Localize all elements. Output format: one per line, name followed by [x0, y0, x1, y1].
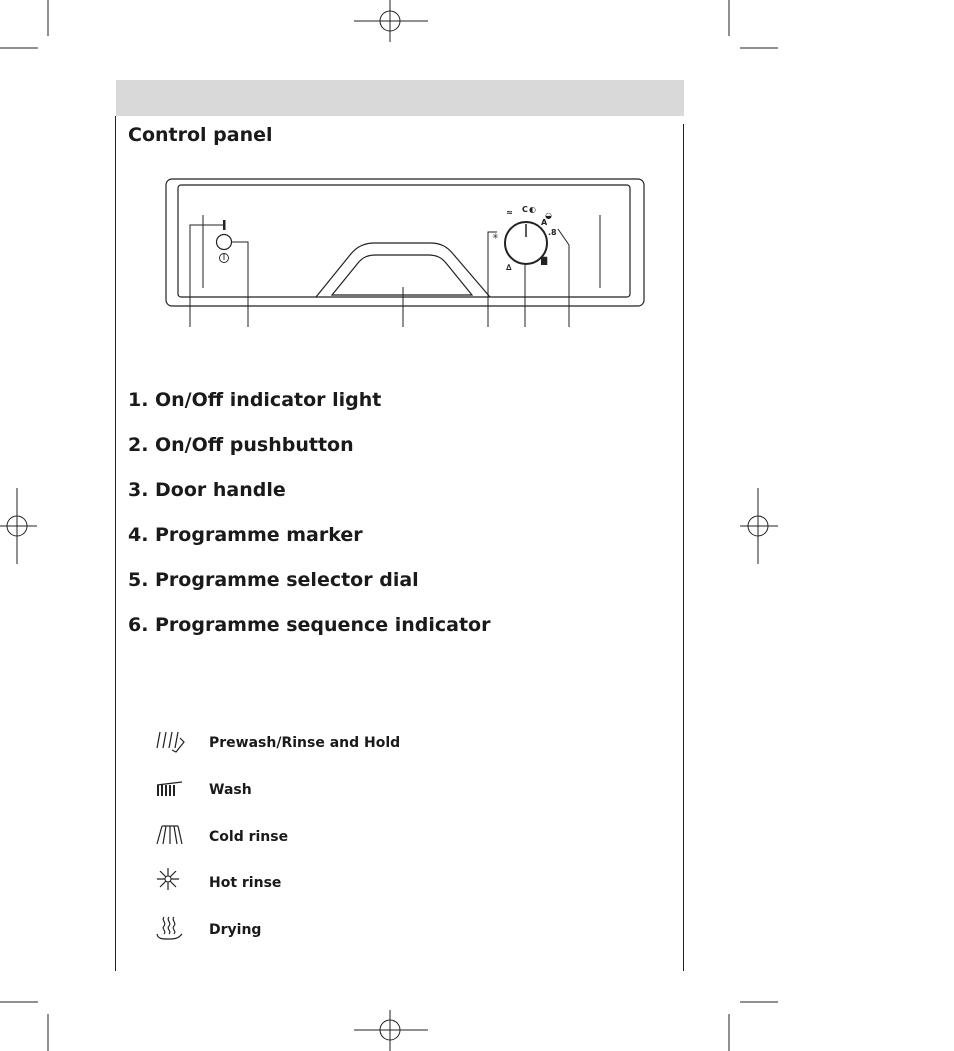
- control-panel-diagram: ≈ C ◐ A ◒ .8 ✳ ∆ ▇: [165, 178, 645, 327]
- list-item-door-handle: 3. Door handle: [128, 479, 286, 501]
- list-item-number: 2.: [128, 434, 149, 456]
- on-off-pushbutton: [215, 233, 233, 263]
- prewash-rinse-hold-icon: [156, 731, 185, 753]
- legend-label-drying: Drying: [209, 922, 262, 938]
- svg-text:◒: ◒: [545, 211, 552, 220]
- svg-text:.8: .8: [548, 228, 557, 237]
- list-item-label: Programme selector dial: [155, 569, 419, 591]
- list-item-label: On/Off indicator light: [155, 389, 382, 411]
- section-header-bar: [116, 80, 684, 116]
- programme-selector-dial: [504, 221, 548, 265]
- cold-rinse-icon: [156, 825, 183, 845]
- list-item-on-off-pushbutton: 2. On/Off pushbutton: [128, 434, 354, 456]
- svg-text:◐: ◐: [529, 205, 536, 214]
- legend-label-cold-rinse: Cold rinse: [209, 829, 289, 845]
- list-item-programme-sequence-indicator: 6. Programme sequence indicator: [128, 614, 490, 636]
- leader-lines: [189, 215, 601, 327]
- right-margin-rule: [683, 124, 684, 971]
- list-item-number: 1.: [128, 389, 149, 411]
- list-item-label: Door handle: [155, 479, 286, 501]
- drying-icon: [156, 916, 183, 940]
- list-item-number: 4.: [128, 524, 149, 546]
- list-item-label: Programme sequence indicator: [155, 614, 491, 636]
- list-item-on-off-indicator-light: 1. On/Off indicator light: [128, 389, 381, 411]
- wash-icon: [156, 781, 183, 796]
- hot-rinse-icon: [157, 868, 179, 890]
- page-title: Control panel: [128, 124, 273, 146]
- dial-letter-a: A: [541, 218, 548, 227]
- list-item-programme-marker: 4. Programme marker: [128, 524, 363, 546]
- programme-sequence-indicator: ≈ C ◐ A ◒ .8 ✳ ∆ ▇: [492, 205, 557, 272]
- list-item-label: On/Off pushbutton: [155, 434, 354, 456]
- list-item-label: Programme marker: [155, 524, 363, 546]
- left-margin-rule: [115, 116, 116, 971]
- legend-label-hot-rinse: Hot rinse: [209, 875, 282, 891]
- legend-label-prewash: Prewash/Rinse and Hold: [209, 735, 401, 751]
- on-off-indicator-light: [223, 220, 226, 230]
- svg-text:✳: ✳: [492, 232, 499, 241]
- list-item-number: 3.: [128, 479, 149, 501]
- svg-text:▇: ▇: [540, 256, 548, 265]
- list-item-number: 5.: [128, 569, 149, 591]
- dial-letter-c: C: [522, 205, 528, 214]
- legend-label-wash: Wash: [209, 782, 252, 798]
- svg-text:∆: ∆: [506, 263, 512, 272]
- svg-text:≈: ≈: [506, 208, 513, 217]
- list-item-programme-selector-dial: 5. Programme selector dial: [128, 569, 419, 591]
- list-item-number: 6.: [128, 614, 149, 636]
